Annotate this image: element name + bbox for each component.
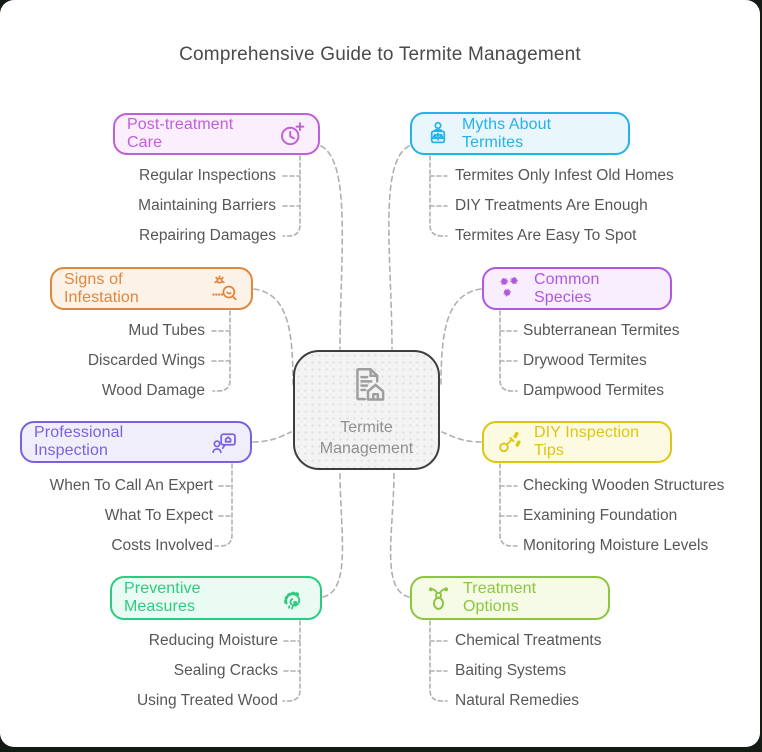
child-node[interactable]: When To Call An Expert: [49, 477, 213, 494]
branch-node-preventive-measures[interactable]: Preventive Measures: [110, 576, 322, 620]
branch-label: DIY Inspection Tips: [534, 424, 640, 459]
larva-icon: [279, 584, 308, 613]
child-node[interactable]: Baiting Systems: [455, 662, 567, 679]
child-node[interactable]: Chemical Treatments: [455, 632, 602, 649]
branch-node-myths-about-termites[interactable]: Myths About Termites: [410, 112, 630, 155]
wrench-screws-icon: [496, 428, 524, 456]
child-node[interactable]: Repairing Damages: [139, 227, 276, 244]
branch-label: Preventive Measures: [124, 580, 201, 615]
branch-label: Treatment Options: [463, 580, 537, 615]
child-node[interactable]: Dampwood Termites: [523, 382, 664, 399]
branch-node-post-treatment-care[interactable]: Post-treatment Care: [113, 113, 320, 155]
child-node[interactable]: Examining Foundation: [523, 507, 678, 524]
center-node-termite-management[interactable]: Termite Management: [293, 350, 440, 470]
child-node[interactable]: Using Treated Wood: [136, 692, 278, 709]
bugs-trio-icon: [496, 275, 524, 303]
child-node[interactable]: Reducing Moisture: [148, 632, 278, 649]
branch-label: Common Species: [534, 270, 600, 306]
branch-label: Post-treatment Care: [127, 116, 234, 151]
clock-plus-icon: [279, 121, 306, 148]
branch-label: Professional Inspection: [34, 424, 124, 459]
child-node[interactable]: Wood Damage: [101, 382, 205, 399]
bug-search-icon: [211, 274, 239, 303]
child-node[interactable]: Natural Remedies: [455, 692, 580, 709]
branch-label: Signs of Infestation: [64, 270, 139, 306]
child-node[interactable]: Mud Tubes: [128, 322, 205, 339]
child-node[interactable]: Regular Inspections: [139, 167, 276, 184]
child-node[interactable]: Termites Are Easy To Spot: [455, 227, 637, 244]
child-node[interactable]: Costs Involved: [111, 537, 213, 554]
child-node[interactable]: Maintaining Barriers: [138, 197, 276, 214]
branch-node-common-species[interactable]: Common Species: [482, 267, 672, 310]
child-node[interactable]: What To Expect: [104, 507, 213, 524]
child-node[interactable]: Drywood Termites: [523, 352, 647, 369]
judge-scale-icon: [424, 120, 452, 148]
child-node[interactable]: Sealing Cracks: [173, 662, 278, 679]
person-home-chat-icon: [210, 428, 238, 456]
branch-node-diy-inspection-tips[interactable]: DIY Inspection Tips: [482, 421, 672, 463]
child-node[interactable]: Discarded Wings: [87, 352, 205, 369]
branch-node-signs-of-infestation[interactable]: Signs of Infestation: [50, 267, 253, 310]
center-label: Termite Management: [319, 418, 414, 457]
child-node[interactable]: DIY Treatments Are Enough: [455, 197, 648, 214]
branch-node-professional-inspection[interactable]: Professional Inspection: [20, 421, 252, 463]
branch-node-treatment-options[interactable]: Treatment Options: [410, 576, 610, 620]
branch-label: Myths About Termites: [462, 115, 552, 151]
document-home-icon: [344, 362, 390, 413]
child-node[interactable]: Termites Only Infest Old Homes: [455, 167, 674, 184]
child-node[interactable]: Subterranean Termites: [523, 322, 680, 339]
termite-icon: [424, 584, 453, 613]
page-title: Comprehensive Guide to Termite Managemen…: [179, 44, 581, 65]
child-node[interactable]: Checking Wooden Structures: [523, 477, 725, 494]
child-node[interactable]: Monitoring Moisture Levels: [523, 537, 709, 554]
